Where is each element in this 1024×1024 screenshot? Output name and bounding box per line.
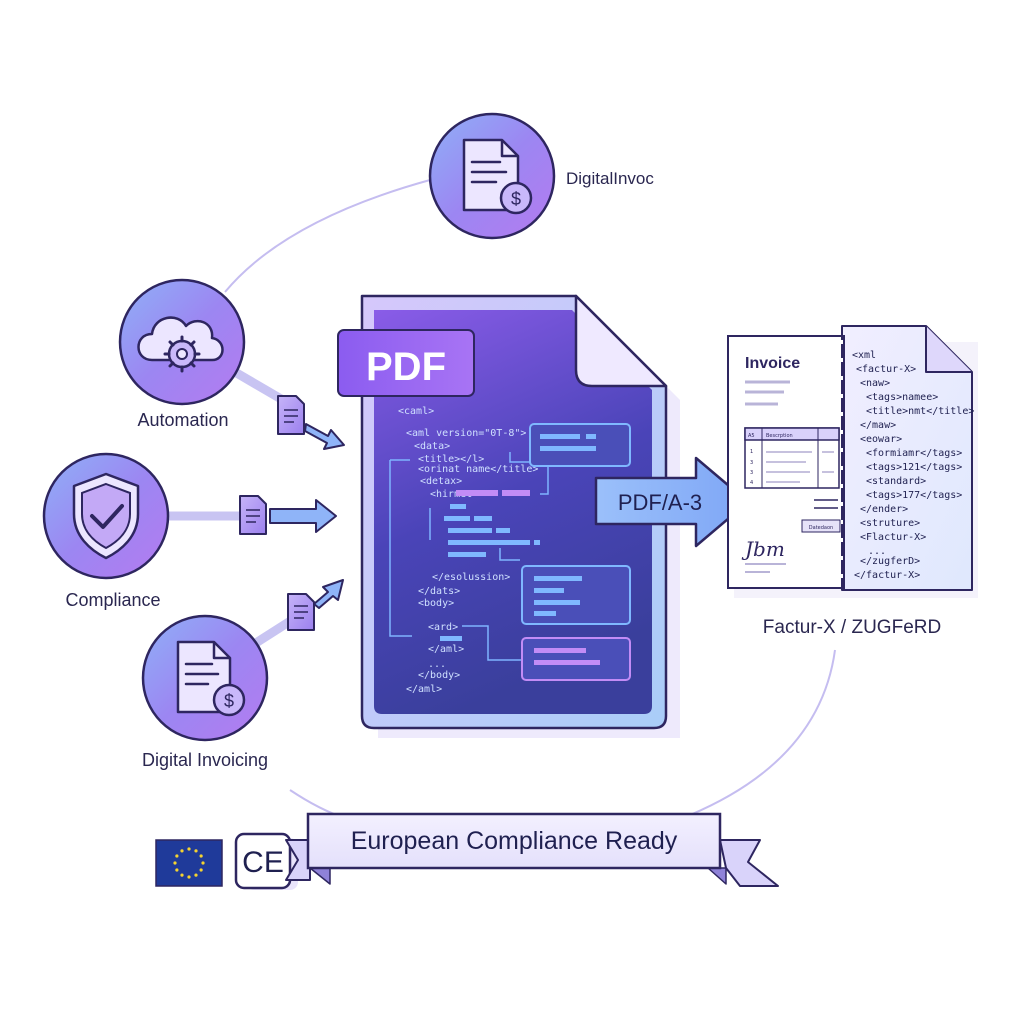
row-number: 3 <box>750 460 753 466</box>
xml-line: <formiamr</tags> <box>866 448 962 459</box>
pdf-badge: PDF <box>337 329 475 397</box>
invoice-table: A5 Bescrption 1 3 3 4 <box>744 427 840 489</box>
code-line: </aml> <box>428 644 464 655</box>
pdf-badge-label: PDF <box>366 345 446 389</box>
xml-line: </maw> <box>860 420 896 431</box>
cloud-gear-icon <box>137 316 224 373</box>
xml-line: <title>nmt</title> <box>866 406 974 417</box>
input-arrow-compliance <box>239 495 337 535</box>
eu-star <box>180 849 184 853</box>
banner-text: European Compliance Ready <box>351 827 678 855</box>
xml-line: </zugferD> <box>860 556 920 567</box>
invoice-dollar-icon: $ <box>462 138 533 215</box>
invoice-totals <box>814 499 838 509</box>
xml-line: <Flactur-X> <box>860 532 926 543</box>
code-line: <data> <box>414 441 450 452</box>
eu-star <box>187 847 191 851</box>
code-line: </dats> <box>418 586 460 597</box>
code-line: <ard> <box>428 622 458 633</box>
xml-line: <struture> <box>860 518 920 529</box>
pdf-code-bars <box>440 490 540 641</box>
ce-mark: CE <box>234 832 298 890</box>
invoice-button-label: Datedaon <box>809 525 833 531</box>
row-number: 4 <box>750 480 753 486</box>
compliance-banner: European Compliance Ready <box>285 812 779 887</box>
code-line: </esolussion> <box>432 572 510 583</box>
node-compliance: Compliance <box>42 452 170 610</box>
xml-line: <naw> <box>860 378 890 389</box>
code-line: <aml version="0T-8"> <box>406 428 526 439</box>
pdf-code-box <box>529 423 631 467</box>
input-arrow-digital-invoicing <box>287 579 344 631</box>
shield-check-icon <box>72 472 140 560</box>
xml-line: </factur-X> <box>854 570 920 581</box>
node-label-digital-invoicing: Digital Invoicing <box>142 750 268 770</box>
code-line: <body> <box>418 598 454 609</box>
pdf-code-structure <box>389 452 549 661</box>
code-line: </body> <box>418 670 460 681</box>
format-label: Factur-X / ZUGFeRD <box>763 617 941 638</box>
invoice-signature: Jbm <box>741 537 785 561</box>
code-line: ... <box>428 659 446 670</box>
eu-star <box>187 875 191 879</box>
node-digital-invoicing: $ Digital Invoicing <box>141 614 269 770</box>
code-line: <orinat name</title> <box>418 464 538 475</box>
eu-star <box>199 854 203 858</box>
svg-text:$: $ <box>224 691 234 711</box>
eu-flag-icon <box>155 839 223 887</box>
invoice-dollar-icon: $ <box>176 640 246 717</box>
xml-line: ... <box>868 546 886 557</box>
code-line: <caml> <box>398 406 434 417</box>
svg-text:$: $ <box>511 189 521 209</box>
xml-line: <standard> <box>866 476 926 487</box>
conversion-arrow-label: PDF/A-3 <box>618 490 702 515</box>
invoice-document: Invoice A5 Bescrption 1 3 3 4 <box>727 325 978 638</box>
xml-line: <eowar> <box>860 434 902 445</box>
node-label-digital-invoc: DigitalInvoc <box>566 169 654 188</box>
eu-star <box>194 873 198 877</box>
code-line: <hirmet <box>430 489 472 500</box>
input-arrow-automation <box>277 395 345 450</box>
node-label-compliance: Compliance <box>65 590 160 610</box>
xml-line: </ender> <box>860 504 908 515</box>
eu-star <box>199 868 203 872</box>
eu-star <box>173 861 177 865</box>
eu-star <box>201 861 205 865</box>
code-line: <detax> <box>420 476 462 487</box>
row-number: 1 <box>750 449 753 455</box>
invoice-text-lines <box>745 380 790 406</box>
node-automation: Automation <box>118 278 246 430</box>
eu-star <box>180 873 184 877</box>
pdf-code-box <box>521 565 631 625</box>
code-line: </aml> <box>406 684 442 695</box>
pdf-code-box <box>521 637 631 681</box>
invoice-title: Invoice <box>745 355 800 372</box>
table-header: A5 <box>748 433 755 439</box>
xml-line: <factur-X> <box>856 364 916 375</box>
pdf-code-block: <caml> <aml version="0T-8"> <data> <titl… <box>398 406 538 695</box>
eu-star <box>175 854 179 858</box>
row-number: 3 <box>750 470 753 476</box>
xml-line: <tags>121</tags> <box>866 462 962 473</box>
node-label-automation: Automation <box>137 410 228 430</box>
pdf-document: PDF <caml> <aml version="0T-8"> <data> <… <box>337 294 680 738</box>
eu-star <box>194 849 198 853</box>
xml-line: <tags>177</tags> <box>866 490 962 501</box>
ce-mark-label: CE <box>242 846 284 879</box>
xml-line: <tags>namee> <box>866 392 938 403</box>
code-line: <title></l> <box>418 454 484 465</box>
conversion-arrow: PDF/A-3 <box>594 456 750 548</box>
table-header: Bescrption <box>766 433 793 439</box>
eu-star <box>175 868 179 872</box>
xml-code-block: <xml <factur-X> <naw> <tags>namee> <titl… <box>852 350 974 581</box>
node-digital-invoc: $ DigitalInvoc <box>428 112 654 240</box>
invoice-button[interactable]: Datedaon <box>801 519 841 533</box>
xml-line: <xml <box>852 350 876 361</box>
